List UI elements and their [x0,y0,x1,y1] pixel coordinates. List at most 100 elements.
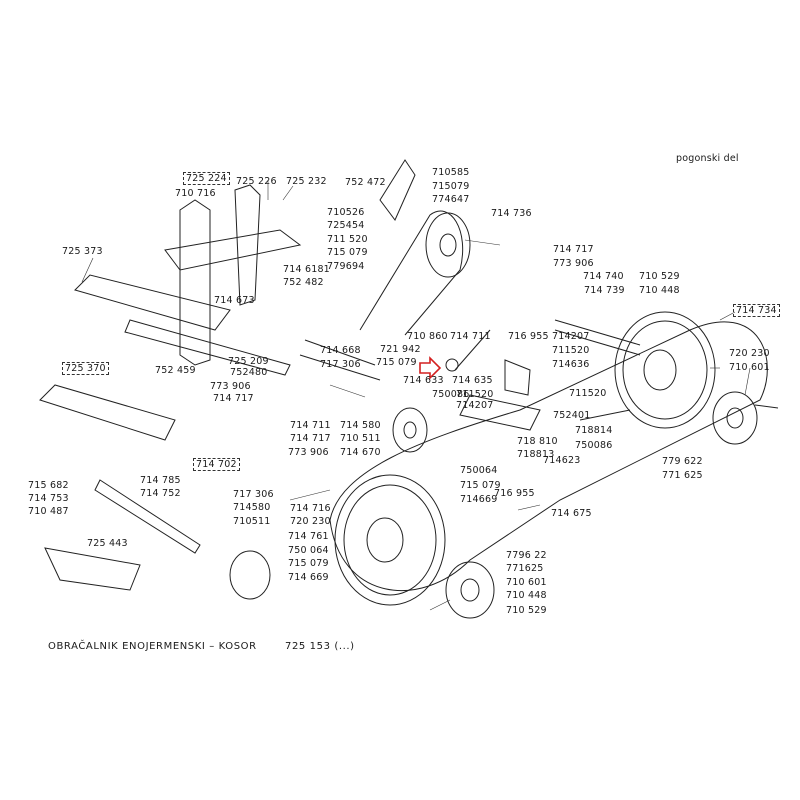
part-callout: 714 6181 [283,264,330,275]
part-callout: 715 682 [28,480,69,491]
part-callout: 714669 [460,494,498,505]
part-callout: 711520 [552,345,590,356]
tension-arm [459,394,541,431]
part-callout: 714 673 [214,295,255,306]
cover-plate [379,159,416,221]
part-callout: 718 810 [517,436,558,447]
part-callout: 725 443 [87,538,128,549]
part-callout: 715 079 [327,247,368,258]
part-callout: 714 702 [193,458,240,471]
part-callout: 714636 [552,359,590,370]
part-callout: 714 717 [553,244,594,255]
part-callout: 773 906 [553,258,594,269]
part-callout: 716 955 [494,488,535,499]
bracket-725443 [44,547,141,591]
part-callout: 710 716 [175,188,216,199]
part-callout: 771625 [506,563,544,574]
drawing-title: OBRAČALNIK ENOJERMENSKI – KOSOR [48,641,257,652]
part-callout: 725 370 [62,362,109,375]
part-callout: 714 580 [340,420,381,431]
upper-pulley [425,212,471,278]
part-callout: 714 752 [140,488,181,499]
part-callout: 714207 [456,400,494,411]
part-callout: 725 373 [62,246,103,257]
part-callout: 725 209 [228,356,269,367]
part-callout: 710 448 [639,285,680,296]
part-callout: 714 736 [491,208,532,219]
part-callout: 720 230 [290,516,331,527]
part-callout: 721 942 [380,344,421,355]
part-callout: 750 064 [288,545,329,556]
part-callout: 771 625 [662,470,703,481]
part-callout: 710 529 [506,605,547,616]
tube-725370 [39,384,176,441]
tube-725373 [74,274,231,331]
part-callout: 714 669 [288,572,329,583]
large-v-belt [329,321,768,591]
part-callout: 725 224 [183,172,230,185]
part-callout: 715 079 [460,480,501,491]
frame-column [179,199,211,366]
flange-hub-bottom [445,561,495,619]
part-callout: 773 906 [288,447,329,458]
part-callout: 717 306 [320,359,361,370]
part-callout: 714 753 [28,493,69,504]
part-callout: 710 860 [407,331,448,342]
part-callout: 710 448 [506,590,547,601]
part-callout: 779 622 [662,456,703,467]
part-callout: 718814 [575,425,613,436]
part-callout: 714 761 [288,531,329,542]
part-callout: 714 717 [213,393,254,404]
shaft-lower [94,479,201,554]
part-callout: 752401 [553,410,591,421]
part-callout: 711 520 [327,234,368,245]
part-callout: 714 716 [290,503,331,514]
part-callout: 7796 22 [506,550,547,561]
part-callout: 774647 [432,194,470,205]
upper-v-belt [359,210,464,336]
part-callout: 710 601 [729,362,770,373]
part-callout: 714 675 [551,508,592,519]
part-callout: 714207 [552,331,590,342]
shaft-main [124,319,291,376]
large-pulley-right [614,311,716,429]
part-callout: 715 079 [288,558,329,569]
part-callout: 779694 [327,261,365,272]
part-callout: 716 955 [508,331,549,342]
flange-hub-right [712,391,758,445]
part-callout: 710526 [327,207,365,218]
part-callout: 714580 [233,502,271,513]
highlight-arrow [419,356,442,380]
part-callout: 725454 [327,220,365,231]
part-callout: 711520 [456,389,494,400]
part-callout: 718813 [517,449,555,460]
drawing-code: 725 153 (...) [285,641,355,652]
small-pulley-lower-left [229,550,271,600]
part-callout: 717 306 [233,489,274,500]
part-callout: 714 635 [452,375,493,386]
middle-pulley [392,407,428,453]
part-callout: 752480 [230,367,268,378]
part-callout: 750064 [460,465,498,476]
part-callout: 752 459 [155,365,196,376]
part-callout: 715 079 [376,357,417,368]
part-callout: 725 226 [236,176,277,187]
part-callout: 752 472 [345,177,386,188]
part-callout: 710 487 [28,506,69,517]
part-callout: 710 601 [506,577,547,588]
part-callout: 714 633 [403,375,444,386]
section-label: pogonski del [676,153,739,164]
part-callout: 720 230 [729,348,770,359]
part-callout: 714 740 [583,271,624,282]
part-callout: 710585 [432,167,470,178]
part-callout: 714 668 [320,345,361,356]
part-callout: 773 906 [210,381,251,392]
part-callout: 714 670 [340,447,381,458]
part-callout: 714 734 [733,304,780,317]
part-callout: 710511 [233,516,271,527]
part-callout: 714 711 [290,420,331,431]
part-callout: 750086 [432,389,470,400]
large-pulley-left [334,474,446,606]
